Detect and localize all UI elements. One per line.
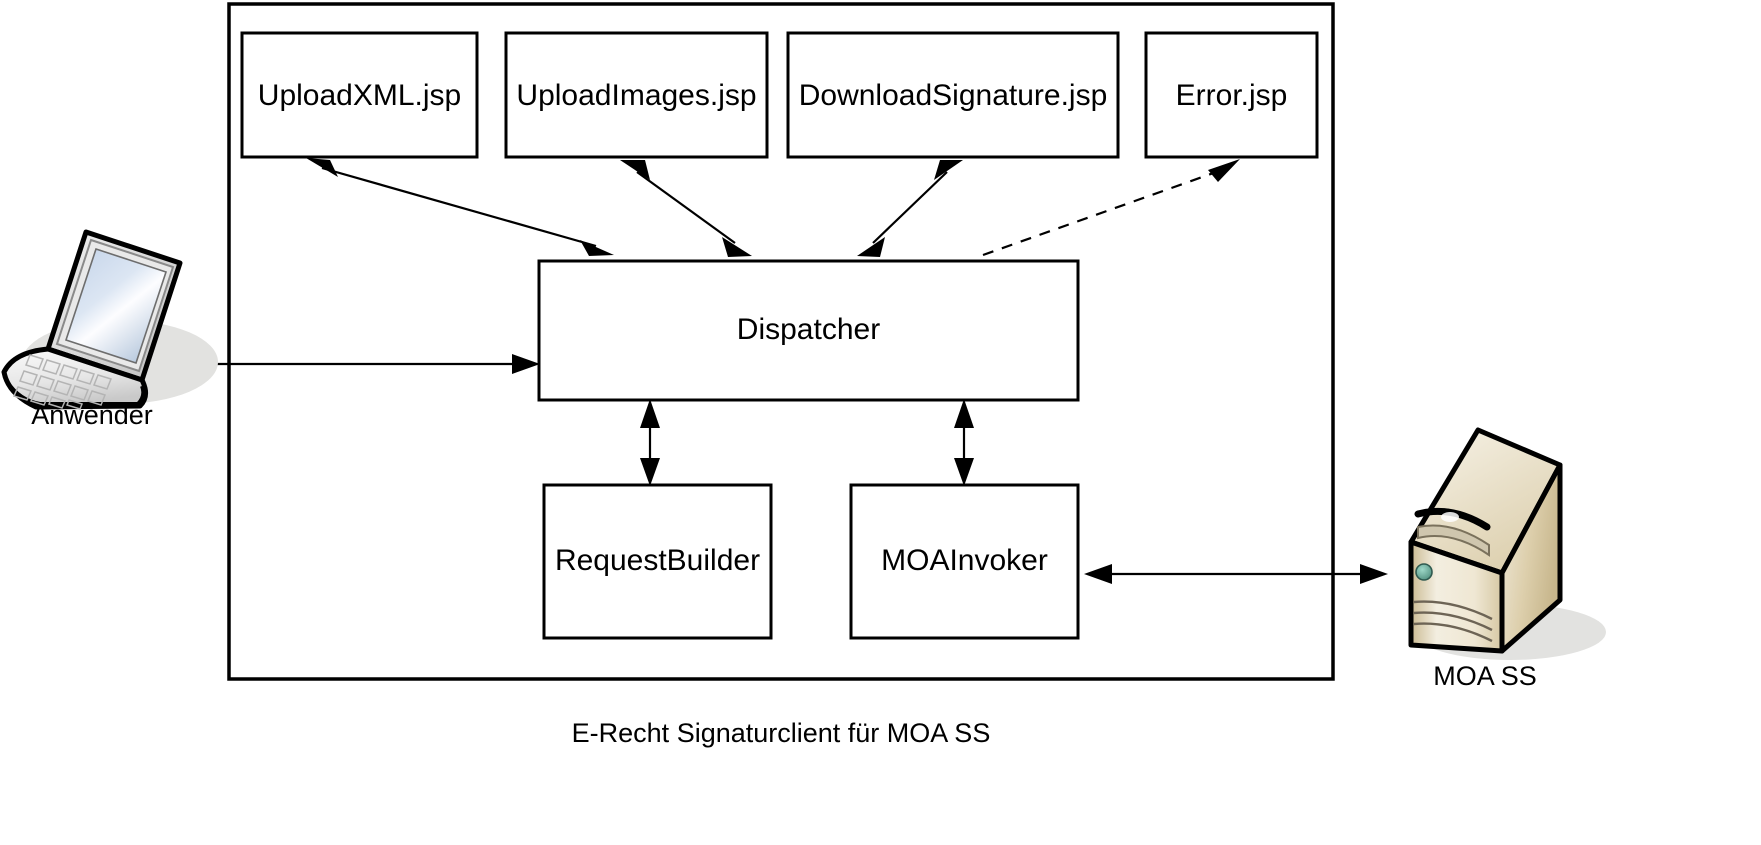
node-moass[interactable]: MOA SS xyxy=(1408,427,1606,691)
box-uploadimages[interactable]: UploadImages.jsp xyxy=(504,31,769,159)
connection-dispatcher-uploadxml xyxy=(306,158,614,256)
server-power-led-icon xyxy=(1415,563,1433,581)
box-moainvoker-label: MOAInvoker xyxy=(881,544,1048,577)
box-downloadsignature[interactable]: DownloadSignature.jsp xyxy=(786,31,1120,159)
node-anwender[interactable]: Anwender xyxy=(1,229,218,430)
box-requestbuilder-label: RequestBuilder xyxy=(555,544,760,577)
connection-moainvoker-moass xyxy=(1084,564,1388,584)
box-requestbuilder[interactable]: RequestBuilder xyxy=(542,483,773,640)
box-dispatcher-label: Dispatcher xyxy=(737,313,880,346)
node-anwender-label: Anwender xyxy=(31,400,153,430)
box-dispatcher[interactable]: Dispatcher xyxy=(537,259,1080,402)
connection-dispatcher-moainvoker xyxy=(954,399,974,486)
connection-anwender-dispatcher xyxy=(180,354,540,374)
system-boundary-box xyxy=(227,2,1335,681)
box-downloadsignature-label: DownloadSignature.jsp xyxy=(799,79,1108,112)
connection-dispatcher-downloadsignature xyxy=(857,160,963,257)
connection-dispatcher-uploadimages xyxy=(620,160,752,257)
diagram-caption: E-Recht Signaturclient für MOA SS xyxy=(572,718,991,748)
connection-dispatcher-error xyxy=(982,159,1240,257)
box-error[interactable]: Error.jsp xyxy=(1144,31,1319,159)
box-uploadxml[interactable]: UploadXML.jsp xyxy=(240,31,479,159)
box-uploadxml-label: UploadXML.jsp xyxy=(258,79,461,112)
laptop-icon xyxy=(1,229,183,410)
box-uploadimages-label: UploadImages.jsp xyxy=(516,79,756,112)
server-tower-icon xyxy=(1408,427,1563,654)
box-moainvoker[interactable]: MOAInvoker xyxy=(849,483,1080,640)
node-moass-label: MOA SS xyxy=(1433,661,1537,691)
connection-dispatcher-requestbuilder xyxy=(640,399,660,486)
box-error-label: Error.jsp xyxy=(1176,79,1288,112)
